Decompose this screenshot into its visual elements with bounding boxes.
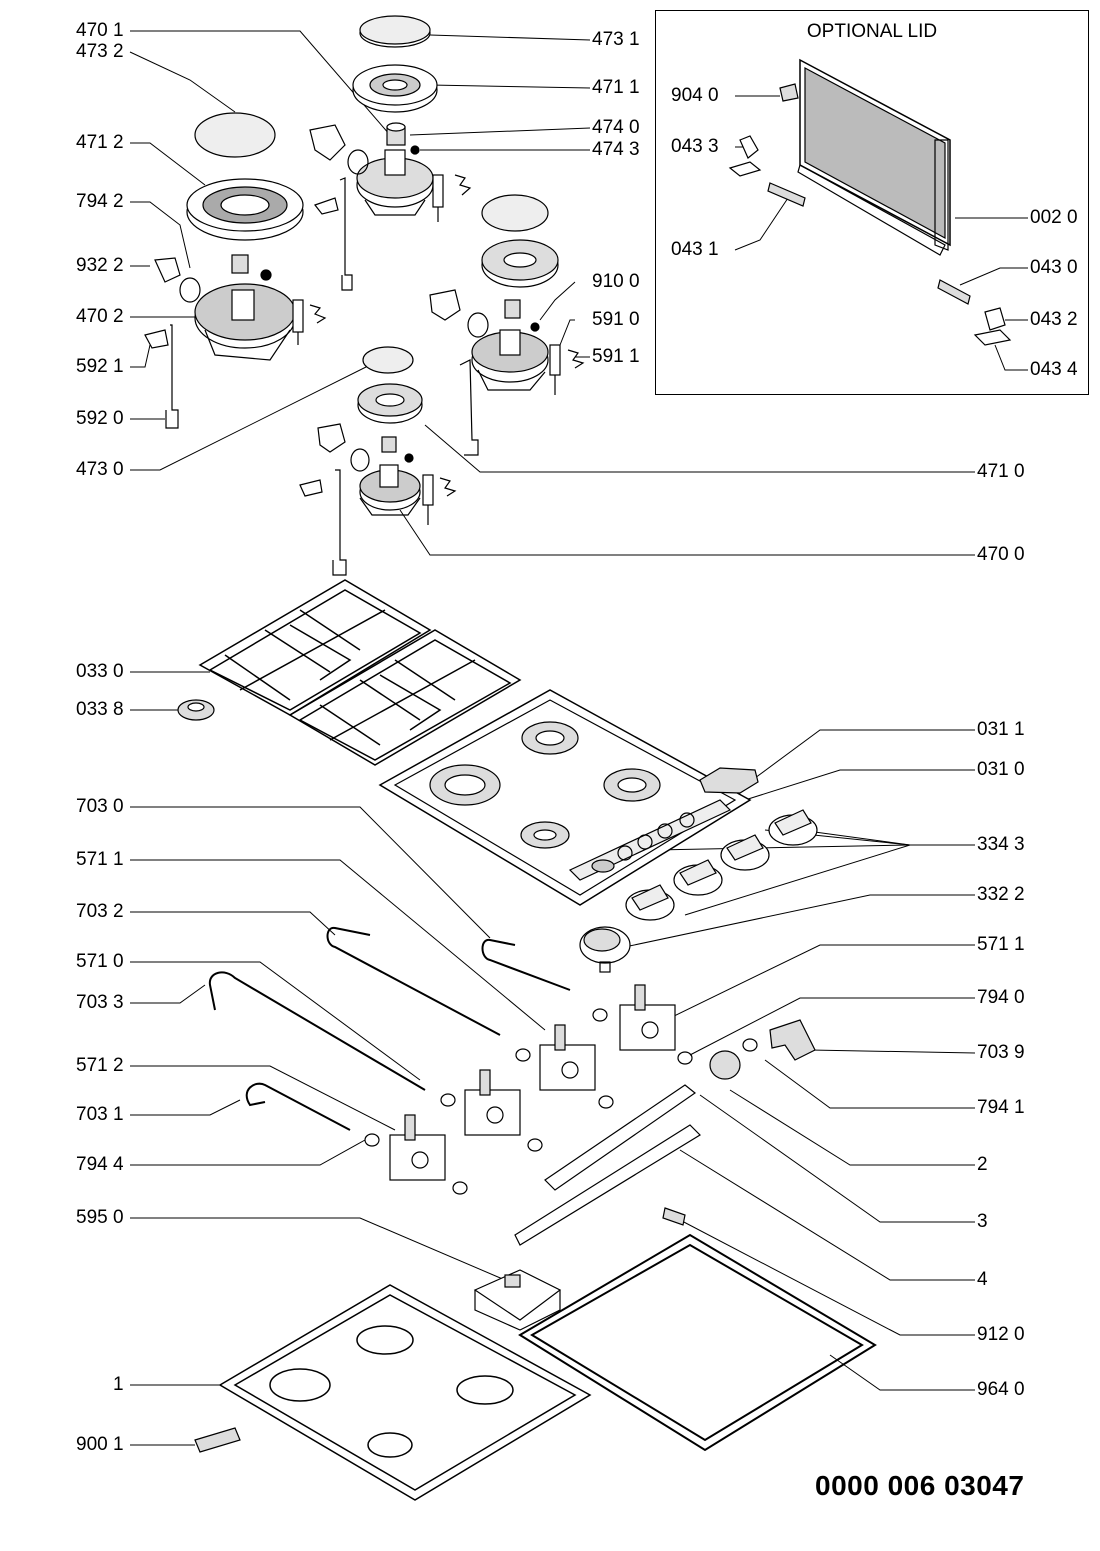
injector-474-0 xyxy=(386,122,406,146)
pan-supports xyxy=(198,579,522,766)
callout-904-0: 904 0 xyxy=(671,85,719,106)
callout-033-8: 033 8 xyxy=(76,699,124,720)
callout-4: 4 xyxy=(977,1269,988,1290)
callout-3: 3 xyxy=(977,1211,988,1232)
callout-703-1: 703 1 xyxy=(76,1104,124,1125)
callout-571-0: 571 0 xyxy=(76,951,124,972)
elbow-703-9 xyxy=(769,1019,816,1061)
callout-912-0: 912 0 xyxy=(977,1324,1025,1345)
callout-794-4: 794 4 xyxy=(76,1154,124,1175)
callout-964-0: 964 0 xyxy=(977,1379,1025,1400)
callout-595-0: 595 0 xyxy=(76,1207,124,1228)
callout-473-2: 473 2 xyxy=(76,41,124,62)
gasket-964-0 xyxy=(518,1233,877,1452)
trim-031-1 xyxy=(699,767,759,794)
callout-571-1-right: 571 1 xyxy=(977,934,1025,955)
callout-043-2: 043 2 xyxy=(1030,309,1078,330)
callout-043-0: 043 0 xyxy=(1030,257,1078,278)
callout-571-2: 571 2 xyxy=(76,1055,124,1076)
callout-332-2: 332 2 xyxy=(977,884,1025,905)
callout-703-0: 703 0 xyxy=(76,796,124,817)
callout-703-9: 703 9 xyxy=(977,1042,1025,1063)
callout-474-3: 474 3 xyxy=(592,139,640,160)
callout-471-1: 471 1 xyxy=(592,77,640,98)
callout-571-1-left: 571 1 xyxy=(76,849,124,870)
callout-794-2: 794 2 xyxy=(76,191,124,212)
seals xyxy=(364,1008,758,1195)
screw-912-0 xyxy=(662,1207,686,1226)
callout-473-0: 473 0 xyxy=(76,459,124,480)
burner-cap-473-2 xyxy=(194,112,276,158)
burner-cap-right xyxy=(429,194,585,456)
wok-ring-033-8 xyxy=(177,699,215,721)
callout-900-1: 900 1 xyxy=(76,1434,124,1455)
gas-pipes xyxy=(208,926,571,1131)
callout-473-1: 473 1 xyxy=(592,29,640,50)
nut-2 xyxy=(709,1050,741,1080)
callout-334-3: 334 3 xyxy=(977,834,1025,855)
burner-head-471-1 xyxy=(352,64,438,113)
spark-generator-595-0 xyxy=(473,1269,562,1331)
callout-794-0: 794 0 xyxy=(977,987,1025,1008)
burner-body-470-2 xyxy=(144,254,327,429)
gas-rail-3 xyxy=(544,1084,697,1191)
callout-592-1: 592 1 xyxy=(76,356,124,377)
callout-1: 1 xyxy=(113,1374,124,1395)
callout-031-0: 031 0 xyxy=(977,759,1025,780)
hob-top xyxy=(378,689,752,906)
callout-002-0: 002 0 xyxy=(1030,207,1078,228)
burner-small xyxy=(299,346,457,576)
callout-910-0: 910 0 xyxy=(592,271,640,292)
callout-474-0: 474 0 xyxy=(592,117,640,138)
bracket-4 xyxy=(514,1124,701,1246)
callout-591-1: 591 1 xyxy=(592,346,640,367)
document-number: 0000 006 03047 xyxy=(815,1470,1025,1501)
callout-2: 2 xyxy=(977,1154,988,1175)
optional-lid-panel: OPTIONAL LID xyxy=(655,10,1089,395)
callout-471-0: 471 0 xyxy=(977,461,1025,482)
leader-lines xyxy=(129,30,1028,1446)
control-knobs xyxy=(625,809,818,921)
burner-head-471-2 xyxy=(186,178,304,241)
callout-033-0: 033 0 xyxy=(76,661,124,682)
callout-470-0: 470 0 xyxy=(977,544,1025,565)
ignition-button-332-2 xyxy=(579,926,631,973)
callout-471-2: 471 2 xyxy=(76,132,124,153)
clip-900-1 xyxy=(194,1427,241,1453)
callout-591-0: 591 0 xyxy=(592,309,640,330)
callout-794-1: 794 1 xyxy=(977,1097,1025,1118)
callout-043-3: 043 3 xyxy=(671,136,719,157)
callout-043-4: 043 4 xyxy=(1030,359,1078,380)
burner-cap-473-1 xyxy=(359,15,431,48)
lid-title: OPTIONAL LID xyxy=(806,21,938,42)
burner-body-470-1 xyxy=(356,145,434,216)
callout-043-1: 043 1 xyxy=(671,239,719,260)
callout-703-3: 703 3 xyxy=(76,992,124,1013)
thermocouple-470-1 xyxy=(309,124,472,291)
callout-470-2: 470 2 xyxy=(76,306,124,327)
gas-taps xyxy=(389,984,676,1181)
callout-031-1: 031 1 xyxy=(977,719,1025,740)
base-tray xyxy=(218,1284,592,1501)
callout-932-2: 932 2 xyxy=(76,255,124,276)
callout-592-0: 592 0 xyxy=(76,408,124,429)
callout-703-2: 703 2 xyxy=(76,901,124,922)
callout-470-1: 470 1 xyxy=(76,20,124,41)
lid-drawing xyxy=(728,58,1012,346)
